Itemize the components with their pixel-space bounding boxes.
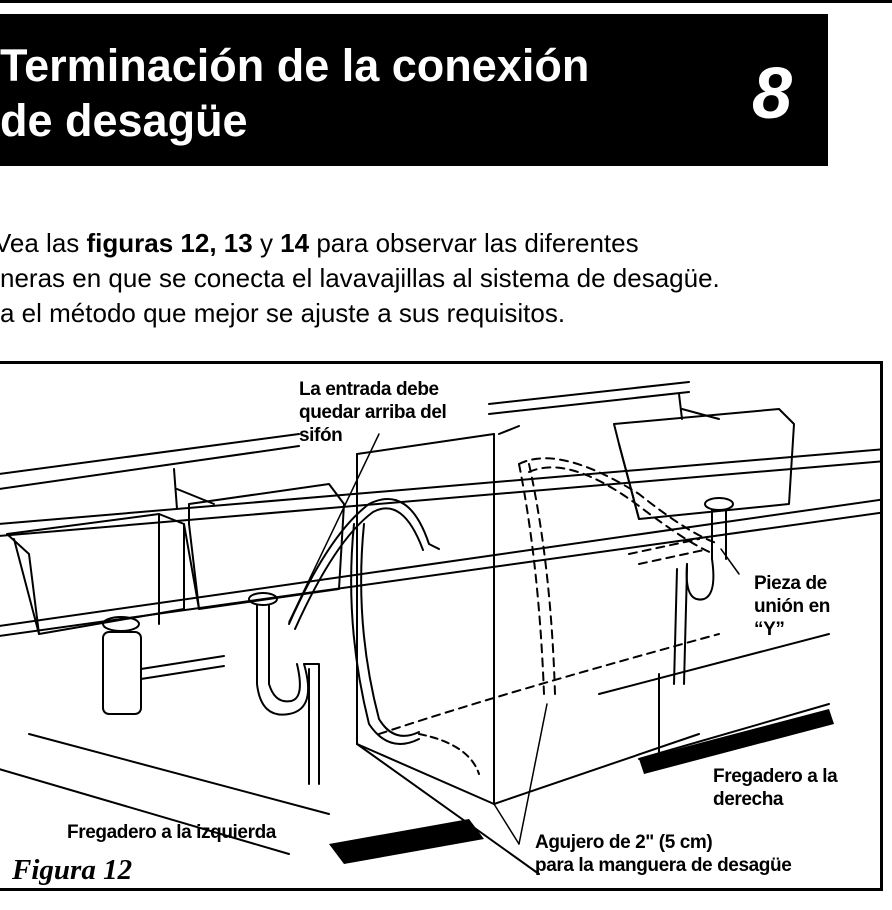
intro-line-2: neras en que se conecta el lavavajillas … <box>0 263 720 293</box>
label-line: Fregadero a la izquierda <box>67 822 276 843</box>
section-number: 8 <box>752 54 793 134</box>
counter-lines <box>0 381 880 637</box>
label-left-sink: Fregadero a la izquierda <box>67 821 276 844</box>
label-line: “Y” <box>754 619 785 640</box>
label-line: Agujero de 2" (5 cm) <box>535 832 713 853</box>
label-line: Fregadero a la <box>713 766 838 787</box>
label-line: sifón <box>299 425 343 446</box>
top-rule <box>0 0 892 3</box>
floor-shadows <box>329 709 834 864</box>
drain-hose <box>288 498 480 775</box>
leader-lines <box>288 433 740 845</box>
figure-reference-12-13: figuras 12, 13 <box>86 228 253 258</box>
figure-reference-14: 14 <box>280 228 310 258</box>
section-title-line2: de desagüe <box>0 95 248 146</box>
title-banner: Terminación de la conexión de desagüe 8 <box>0 14 828 166</box>
label-y-connector: Pieza de unión en “Y” <box>754 572 830 641</box>
intro-text: Vea las <box>0 228 87 258</box>
label-line: para la manguera de desagüe <box>535 855 792 876</box>
intro-line-3: a el método que mejor se ajuste a sus re… <box>0 298 566 328</box>
figure-caption: Figura 12 <box>12 854 133 886</box>
intro-text: para observar las diferentes <box>309 228 639 258</box>
intro-text: y <box>252 228 281 258</box>
section-title: Terminación de la conexión de desagüe <box>0 38 589 148</box>
label-drain-hole: Agujero de 2" (5 cm) para la manguera de… <box>535 831 792 877</box>
right-sink <box>613 393 795 685</box>
label-right-sink: Fregadero a la derecha <box>713 765 838 811</box>
section-title-line1: Terminación de la conexión <box>0 40 590 91</box>
figure-12: La entrada debe quedar arriba del sifón … <box>0 361 883 891</box>
label-line: unión en <box>754 596 830 617</box>
left-double-sink <box>6 468 345 785</box>
label-line: Pieza de <box>754 573 827 594</box>
intro-paragraph: Vea las figuras 12, 13 y 14 para observa… <box>0 226 892 331</box>
label-line: La entrada debe <box>299 379 439 400</box>
label-line: quedar arriba del <box>299 402 447 423</box>
intro-line-1: Vea las figuras 12, 13 y 14 para observa… <box>0 226 892 261</box>
label-inlet-above-trap: La entrada debe quedar arriba del sifón <box>299 378 447 447</box>
cabinet <box>0 425 830 875</box>
label-line: derecha <box>713 789 784 810</box>
hidden-hose <box>378 457 720 735</box>
installation-illustration <box>0 381 880 875</box>
